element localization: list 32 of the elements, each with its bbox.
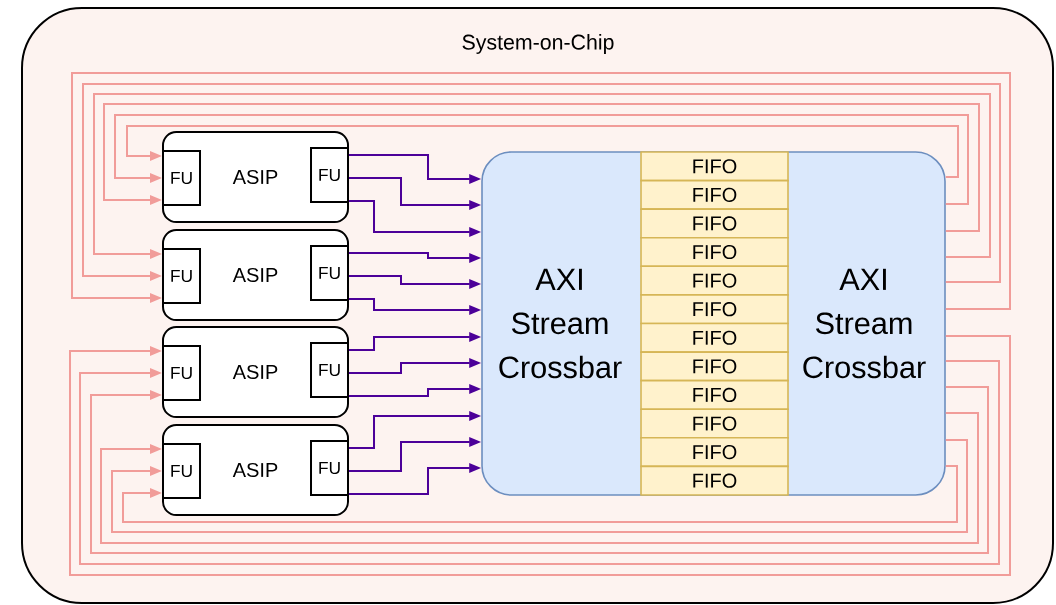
arrow xyxy=(69,335,1011,576)
fifo-box: FIFO xyxy=(640,151,789,182)
fifo-box: FIFO xyxy=(640,265,789,296)
arrow xyxy=(100,412,979,544)
fifo-box: FIFO xyxy=(640,437,789,468)
fifo-box: FIFO xyxy=(640,294,789,325)
arrow xyxy=(71,72,1011,310)
fifo-box: FIFO xyxy=(640,322,789,353)
functional-unit-box: FU xyxy=(162,443,201,499)
functional-unit-box: FU xyxy=(310,245,349,301)
arrow xyxy=(93,93,991,259)
functional-unit-box: FU xyxy=(162,150,201,206)
arrow xyxy=(79,360,1000,565)
functional-unit-box: FU xyxy=(310,147,349,203)
fifo-box: FIFO xyxy=(640,236,789,268)
fifo-box: FIFO xyxy=(640,208,789,239)
arrow xyxy=(114,114,969,205)
arrow xyxy=(82,83,1001,283)
arrow xyxy=(122,465,958,523)
arrow xyxy=(111,439,968,533)
fifo-box: FIFO xyxy=(640,379,789,411)
arrow xyxy=(90,386,989,554)
functional-unit-box: FU xyxy=(310,440,349,496)
fifo-box: FIFO xyxy=(640,179,789,210)
functional-unit-box: FU xyxy=(162,345,201,401)
fifo-box: FIFO xyxy=(640,408,789,439)
arrow xyxy=(126,125,959,178)
functional-unit-box: FU xyxy=(310,342,349,398)
functional-unit-box: FU xyxy=(162,248,201,304)
fifo-box: FIFO xyxy=(640,465,789,496)
fifo-box: FIFO xyxy=(640,351,789,382)
arrow xyxy=(103,103,980,232)
